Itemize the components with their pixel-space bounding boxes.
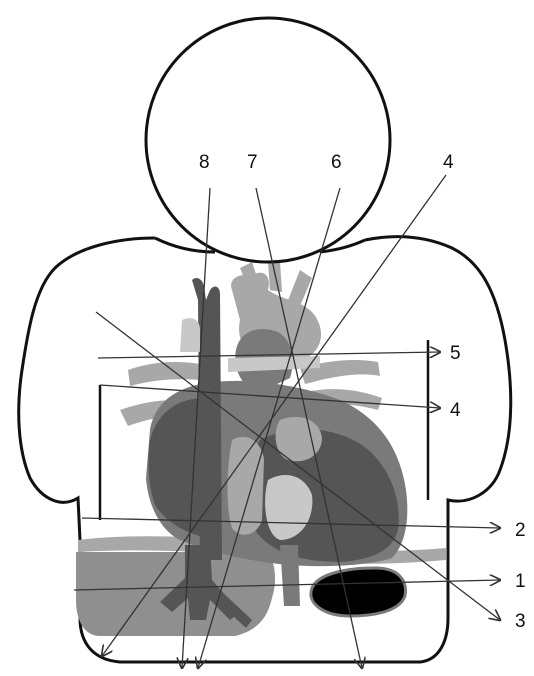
aorta-descending [280,545,300,606]
stomach-shape [311,568,406,616]
vessel-branch-3 [288,270,312,306]
head-outline [146,18,390,262]
label-8: 8 [199,152,210,173]
heart-valve-1 [228,437,265,535]
label-4-top: 4 [443,152,454,173]
label-3: 3 [515,611,526,632]
label-2: 2 [515,520,526,541]
label-6: 6 [331,152,342,173]
label-1: 1 [515,571,526,592]
label-5: 5 [450,343,461,364]
vessel-band-2 [180,318,200,352]
label-7: 7 [247,152,258,173]
label-4-right: 4 [450,400,461,421]
